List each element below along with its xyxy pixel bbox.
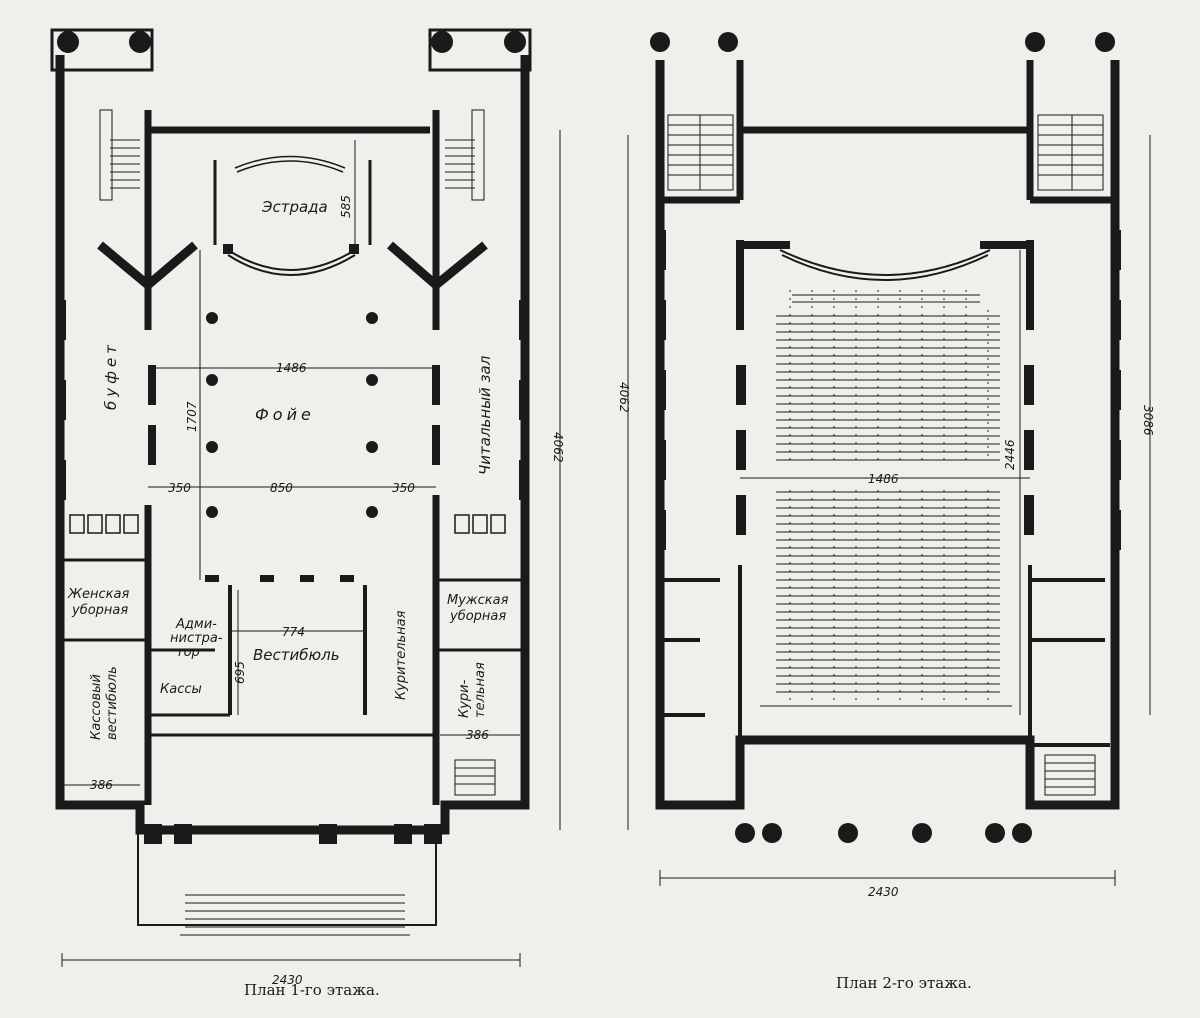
exterior-wall (655, 60, 1120, 810)
stage-pillar (349, 244, 359, 254)
room-label-kassy: Кассы (160, 682, 202, 697)
rear-staircase (454, 759, 496, 796)
front-portico (137, 824, 442, 936)
dim-overall-depth: 4062 (551, 432, 565, 463)
stage-pillar (223, 244, 233, 254)
dim-overall-depth-2: 4062 (617, 382, 631, 413)
left-stair-wall (660, 60, 744, 204)
balcony-front (779, 249, 991, 281)
right-stair-wall (1026, 60, 1115, 204)
foyer-piers (56, 300, 529, 500)
room-label-bufet: буфет (102, 341, 120, 410)
dimension-lines (61, 130, 561, 967)
right-staircase (445, 109, 485, 201)
room-label-mens-wc-2: уборная (449, 609, 506, 624)
dim-overall-width: 2430 (272, 973, 303, 987)
right-diagonal-wall (387, 241, 488, 291)
dim-smoking-width: 386 (466, 728, 489, 742)
corner-column (129, 31, 151, 53)
balcony-walls (736, 240, 1034, 330)
vestibule-walls (228, 585, 367, 715)
room-label-womens-wc-1: Женская (67, 587, 129, 602)
room-label-foyer: Фойе (255, 405, 315, 424)
dim-left-bay: 350 (168, 481, 191, 495)
exterior-wall (55, 55, 530, 835)
ticket-wall (148, 648, 436, 737)
left-diagonal-wall (97, 241, 198, 291)
room-label-womens-wc-2: уборная (71, 603, 128, 618)
right-rear-stair (1044, 754, 1096, 796)
dim-center-bay: 850 (270, 481, 293, 495)
wc-fixtures (69, 514, 506, 534)
dim-ticket-vest-width: 386 (90, 778, 113, 792)
left-staircase (667, 114, 734, 191)
dim-side-depth-2: 3086 (1141, 405, 1155, 436)
right-stair-tower (428, 28, 532, 72)
dim-foyer-depth: 1707 (185, 401, 199, 432)
corner-column (504, 31, 526, 53)
side-piers (656, 230, 1121, 550)
dim-stage-depth: 585 (339, 195, 353, 218)
dim-foyer-width: 1486 (276, 361, 307, 375)
dim-right-bay: 350 (392, 481, 415, 495)
foyer-columns (206, 312, 378, 518)
dim-vestibule-width: 774 (282, 625, 305, 639)
plan-caption-2: План 2-го этажа. (836, 974, 972, 992)
corner-column (431, 31, 453, 53)
room-label-smoking2-2: тельная (473, 662, 488, 718)
right-staircase (1037, 114, 1104, 191)
foyer-bottom-beams (205, 575, 354, 582)
room-label-admin-2: нистра- (170, 631, 223, 646)
stage-front (227, 249, 356, 276)
dim-overall-width-2: 2430 (868, 885, 899, 899)
dim-hall-depth-2: 2446 (1003, 439, 1017, 470)
room-label-estrada: Эстрада (261, 198, 328, 216)
lower-rooms (660, 565, 1110, 747)
plan-caption-1: План 1-го этажа. (244, 981, 380, 999)
second-floor-labels: 2430 4062 1486 2446 3086 План 2-го этажа… (617, 382, 1155, 992)
room-label-ticket-vest-1: Кассовый (89, 674, 104, 740)
dimension-lines (627, 135, 1151, 886)
dim-hall-width-2: 1486 (868, 472, 899, 486)
first-floor-labels: Эстрада Фойе буфет Читальный зал Женская… (67, 195, 565, 999)
first-floor-plan (50, 28, 561, 967)
mens-wc-wall (436, 578, 525, 652)
front-columns (735, 823, 1032, 843)
stage-back-arc (234, 155, 346, 173)
dim-vestibule-depth: 695 (233, 661, 247, 684)
room-label-vestibule: Вестибюль (253, 646, 340, 664)
second-floor-plan (627, 32, 1151, 886)
womens-wc-wall (60, 558, 148, 642)
seating-rows (760, 290, 1012, 707)
room-label-smoking2-1: Кури- (457, 679, 472, 718)
left-stair-tower (50, 28, 154, 72)
room-label-admin-1: Адми- (175, 617, 217, 632)
corner-column (57, 31, 79, 53)
room-label-reading-hall: Читальный зал (476, 355, 494, 475)
stage-walls (213, 160, 372, 245)
room-label-admin-3: тор (176, 645, 200, 660)
room-label-ticket-vest-2: вестибюль (105, 666, 120, 740)
top-columns (650, 32, 1115, 52)
room-label-smoking: Курительная (394, 610, 409, 700)
room-label-mens-wc-1: Мужская (447, 593, 509, 608)
left-staircase (99, 109, 140, 201)
